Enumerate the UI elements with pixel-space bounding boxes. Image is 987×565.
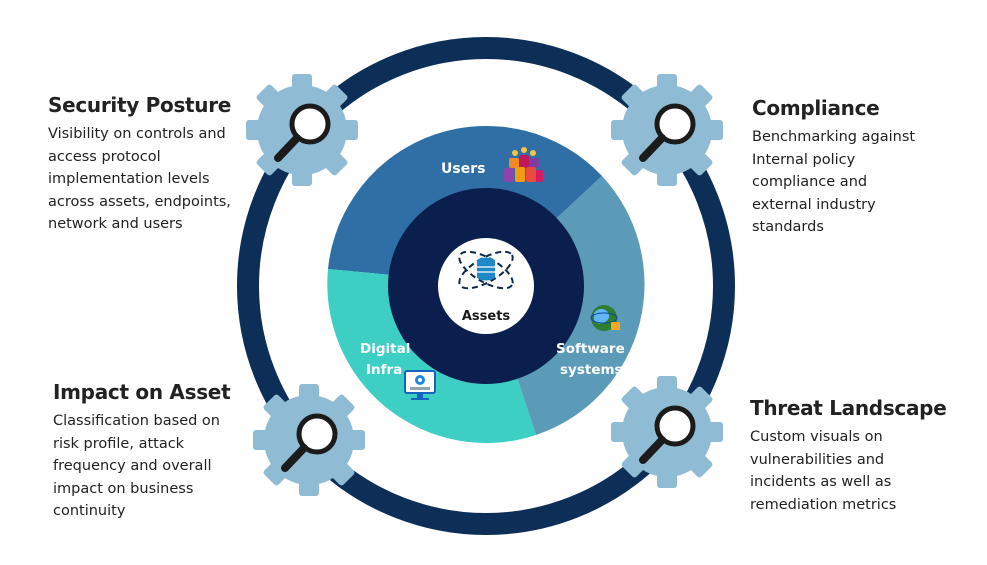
monitor-gear-icon <box>404 370 436 400</box>
globe-icon <box>590 305 620 331</box>
compliance-block: Compliance Benchmarking against Internal… <box>752 96 952 239</box>
outer-ring <box>237 37 735 535</box>
threat-landscape-body: Custom visuals on vulnerabilities and in… <box>750 429 897 513</box>
digital-label-line2: Infra <box>366 362 402 378</box>
security-posture-body: Visibility on controls and access protoc… <box>48 126 231 232</box>
magnifier-gear-icon-bottom-left <box>253 384 365 496</box>
magnifier-gear-icon-top-right <box>611 74 723 186</box>
users-label: Users <box>441 161 485 177</box>
digital-label-line1: Digital <box>360 341 410 357</box>
impact-on-asset-body: Classification based on risk profile, at… <box>53 413 220 519</box>
magnifier-gear-icon-top-left <box>246 74 358 186</box>
database-orbit-icon <box>458 250 514 290</box>
security-posture-block: Security Posture Visibility on controls … <box>48 93 248 236</box>
threat-landscape-title: Threat Landscape <box>750 396 947 420</box>
magnifier-gear-icon-bottom-right <box>611 376 723 488</box>
center-label: Assets <box>462 309 511 324</box>
impact-on-asset-block: Impact on Asset Classification based on … <box>53 380 253 523</box>
impact-on-asset-title: Impact on Asset <box>53 380 231 404</box>
software-label-line2: systems <box>560 362 623 378</box>
software-label-line1: Software <box>556 341 625 357</box>
users-group-icon <box>504 147 543 182</box>
threat-landscape-block: Threat Landscape Custom visuals on vulne… <box>750 396 970 516</box>
compliance-title: Compliance <box>752 96 880 120</box>
center-circle <box>438 238 534 334</box>
security-posture-title: Security Posture <box>48 93 232 117</box>
compliance-body: Benchmarking against Internal policy com… <box>752 129 916 235</box>
